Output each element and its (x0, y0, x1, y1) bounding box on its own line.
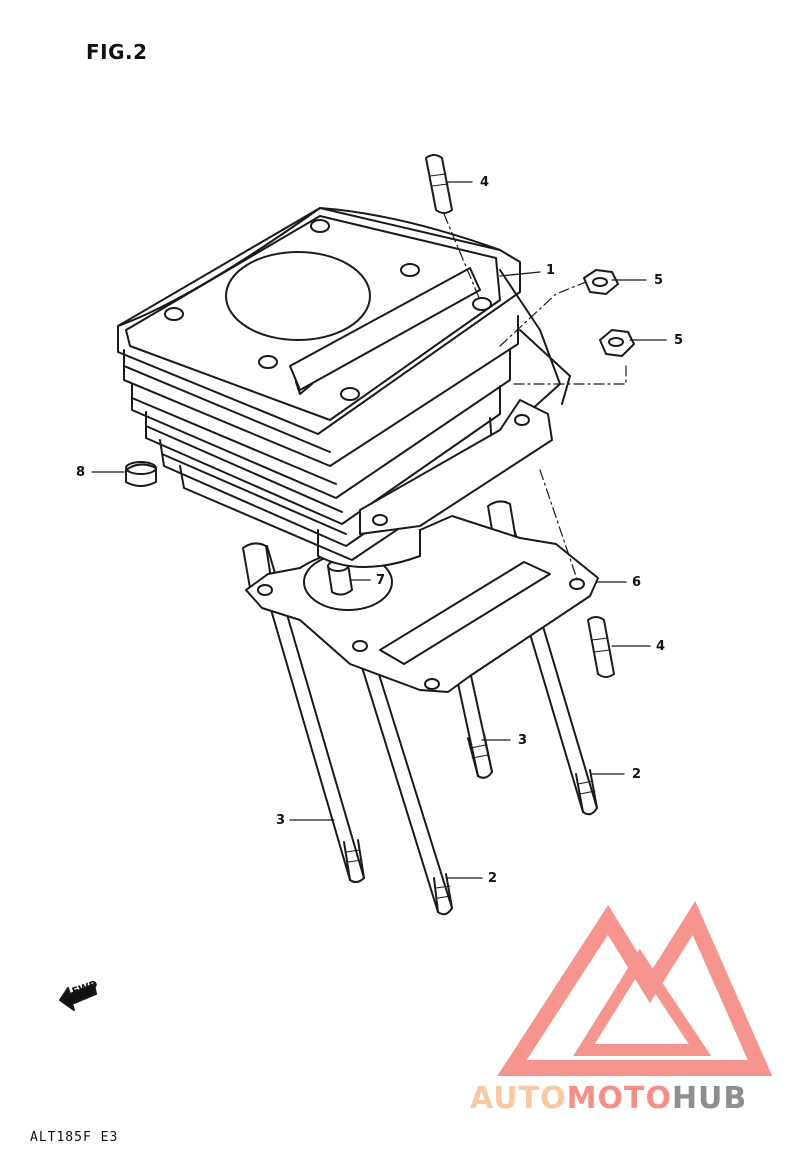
callout-label: 1 (546, 263, 556, 278)
callout-label: 6 (632, 575, 642, 590)
watermark-logo-icon (497, 900, 773, 1076)
callout-label: 3 (518, 733, 528, 748)
callout-label: 8 (76, 465, 86, 480)
callout-label: 5 (674, 333, 684, 348)
callout-label: 5 (654, 273, 664, 288)
callout-label: 2 (488, 871, 498, 886)
forward-arrow-icon (59, 983, 97, 1011)
drawing-code: ALT185F E3 (30, 1130, 119, 1145)
leader-lines (91, 181, 667, 879)
callout-label: 4 (656, 639, 666, 654)
short-stud-right (587, 616, 615, 678)
watermark-part-moto: MOTO (566, 1081, 672, 1116)
watermark-wordmark: AUTOMOTOHUB (470, 1084, 747, 1114)
cylinder-nut-upper (583, 269, 619, 295)
dowel-pin (327, 560, 353, 596)
rubber-cap (125, 461, 157, 487)
alignment-lines (443, 213, 627, 583)
callout-label: 3 (276, 813, 286, 828)
cylinder-base-gasket (245, 515, 599, 693)
figure-title: FIG.2 (86, 40, 148, 64)
cylinder-nut-lower (599, 329, 635, 357)
watermark-part-auto: AUTO (470, 1081, 567, 1116)
callout-label: 4 (480, 175, 490, 190)
cylinder-body (117, 207, 571, 568)
callout-label: 7 (376, 573, 386, 588)
short-stud-top (425, 154, 453, 214)
callout-label: 2 (632, 767, 642, 782)
watermark-part-hub: HUB (671, 1081, 748, 1116)
